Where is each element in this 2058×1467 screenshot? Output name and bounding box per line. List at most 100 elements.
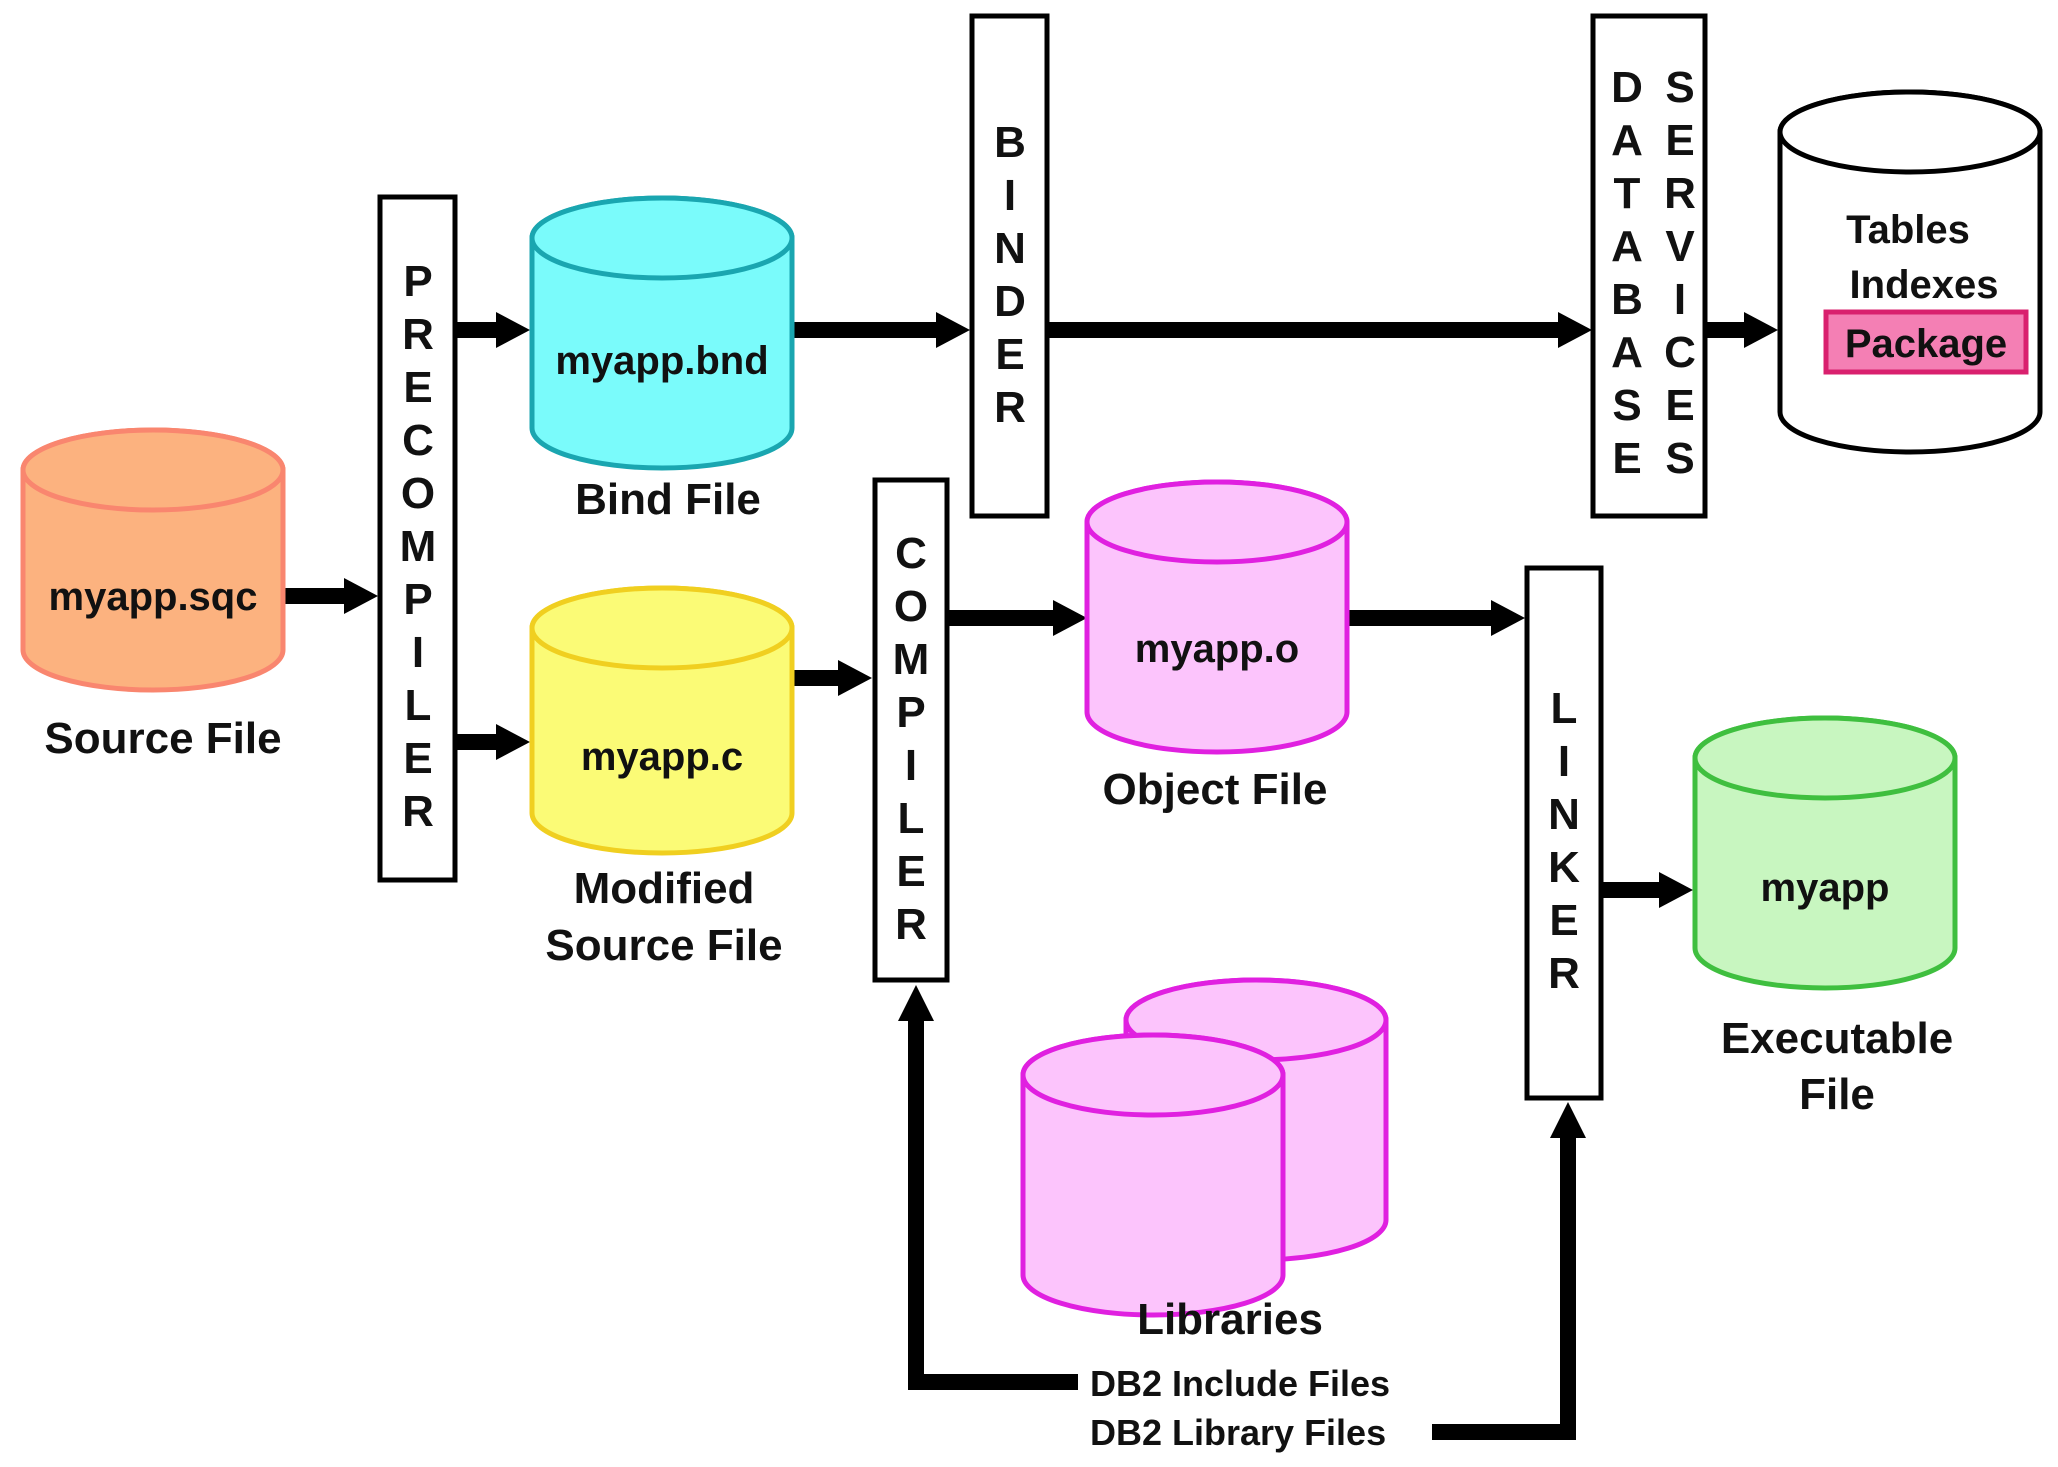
libraries-cylinder-front <box>1020 1032 1286 1318</box>
executable-caption-line2: File <box>1799 1070 1875 1119</box>
database-indexes-label: Indexes <box>1850 263 1999 307</box>
cyl-db-top <box>1777 89 2043 175</box>
arrow-modified-to-compiler-head <box>838 660 872 696</box>
arrow-include-to-compiler-head <box>898 985 934 1021</box>
modified-source-caption-line1: Modified <box>574 864 755 913</box>
source-file-cylinder <box>20 427 286 693</box>
database-tables-label: Tables <box>1846 208 1970 252</box>
linker-letter: E <box>1549 896 1578 945</box>
database-letter: B <box>1611 275 1643 324</box>
cyl-source-top <box>20 427 286 513</box>
precompiler-letter: P <box>403 575 432 624</box>
services-letter: R <box>1664 169 1696 218</box>
object-file-caption: Object File <box>1103 765 1328 814</box>
precompiler-letter: E <box>403 734 432 783</box>
services-letter: E <box>1665 381 1694 430</box>
services-letter: I <box>1674 275 1686 324</box>
arrow-compiler-to-object-head <box>1053 600 1087 636</box>
cyl-object-top <box>1084 479 1350 565</box>
database-letter: A <box>1611 116 1643 165</box>
object-file-label: myapp.o <box>1135 627 1299 671</box>
precompiler-letter: R <box>402 787 434 836</box>
precompiler-letter: P <box>403 257 432 306</box>
services-letter: C <box>1664 328 1696 377</box>
compiler-box <box>872 477 950 983</box>
binder-letter: D <box>994 277 1026 326</box>
libraries-caption: Libraries <box>1137 1295 1323 1344</box>
modified-source-file-label: myapp.c <box>581 735 743 779</box>
arrows-group <box>283 312 1778 1440</box>
package-box <box>1823 309 2029 375</box>
precompiler-letter: M <box>400 522 437 571</box>
database-letter: T <box>1614 169 1641 218</box>
executable-file-label: myapp <box>1761 866 1890 910</box>
db2-include-files-label: DB2 Include Files <box>1090 1363 1390 1404</box>
precompiler-box <box>377 194 458 883</box>
services-letter: S <box>1665 63 1694 112</box>
arrow-bind-to-binder-head <box>936 312 970 348</box>
compiler-letter: O <box>894 582 928 631</box>
package-label: Package <box>1845 322 2007 366</box>
modified-source-file-cylinder <box>529 585 795 856</box>
db2-library-files-label: DB2 Library Files <box>1090 1412 1386 1453</box>
arrow-dbservices-to-database-head <box>1744 312 1778 348</box>
binder-letter: B <box>994 118 1026 167</box>
precompiler-letter: E <box>403 363 432 412</box>
bind-file-caption: Bind File <box>575 475 761 524</box>
compiler-letter: I <box>905 741 917 790</box>
linker-letter: K <box>1548 843 1580 892</box>
binder-letter: R <box>994 383 1026 432</box>
services-letter: V <box>1665 222 1695 271</box>
bind-file-label: myapp.bnd <box>555 339 768 383</box>
source-file-label: myapp.sqc <box>49 575 258 619</box>
executable-file-cylinder <box>1692 715 1958 991</box>
compiler-letter: R <box>895 900 927 949</box>
compiler-letter: E <box>896 847 925 896</box>
precompiler-letter: C <box>402 416 434 465</box>
object-file-cylinder <box>1084 479 1350 755</box>
compiler-letter: C <box>895 529 927 578</box>
arrow-binder-to-dbservices-head <box>1558 312 1592 348</box>
arrow-linker-to-executable-head <box>1659 872 1693 908</box>
precompiler-letter: I <box>412 628 424 677</box>
cyl-bind-top <box>529 195 795 281</box>
compiler-letter: M <box>893 635 930 684</box>
linker-letter: I <box>1558 737 1570 786</box>
precompiler-letter: L <box>405 681 432 730</box>
arrow-library-to-linker-head <box>1550 1102 1586 1138</box>
source-file-caption: Source File <box>44 714 281 763</box>
binder-letter: N <box>994 224 1026 273</box>
database-letter: D <box>1611 63 1643 112</box>
services-letter: S <box>1665 434 1694 483</box>
arrow-source-to-precompiler-head <box>344 578 378 614</box>
precompiler-letter: R <box>402 310 434 359</box>
linker-letter: L <box>1551 684 1578 733</box>
binder-letter: E <box>995 330 1024 379</box>
compiler-letter: P <box>896 688 925 737</box>
precompiler-letter: O <box>401 469 435 518</box>
linker-box <box>1524 565 1604 1101</box>
modified-source-caption-line2: Source File <box>545 921 782 970</box>
database-letter: A <box>1611 222 1643 271</box>
arrow-precompiler-to-bind-head <box>496 312 530 348</box>
database-letter: E <box>1612 434 1641 483</box>
binder-letter: I <box>1004 171 1016 220</box>
database-letter: A <box>1611 328 1643 377</box>
database-letter: S <box>1612 381 1641 430</box>
bind-file-cylinder <box>529 195 795 471</box>
services-letter: E <box>1665 116 1694 165</box>
binder-box <box>969 13 1050 519</box>
cyl-exec-top <box>1692 715 1958 801</box>
linker-letter: N <box>1548 790 1580 839</box>
cyl-lib-front-top <box>1020 1032 1286 1118</box>
cyl-modified-top <box>529 585 795 671</box>
executable-caption-line1: Executable <box>1721 1014 1953 1063</box>
database-services-box <box>1590 13 1708 519</box>
